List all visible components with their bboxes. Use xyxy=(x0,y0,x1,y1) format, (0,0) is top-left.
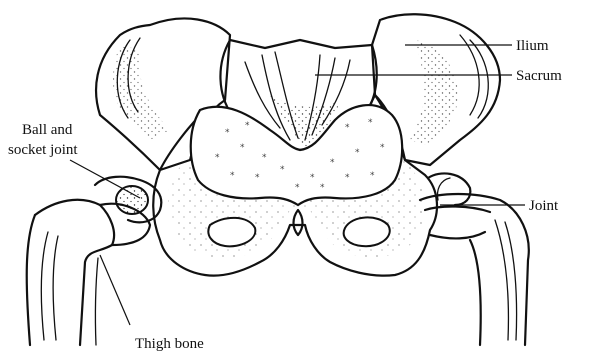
label-sacrum: Sacrum xyxy=(516,68,562,84)
svg-text:*: * xyxy=(255,173,260,183)
left-obturator-foramen xyxy=(208,218,255,246)
label-thigh-bone: Thigh bone xyxy=(135,336,204,352)
label-ball-socket-line1: Ball and xyxy=(22,122,73,138)
svg-text:*: * xyxy=(368,118,373,128)
svg-text:*: * xyxy=(262,153,267,163)
svg-text:*: * xyxy=(240,143,245,153)
svg-text:*: * xyxy=(225,128,230,138)
svg-text:*: * xyxy=(355,148,360,158)
svg-text:*: * xyxy=(380,143,385,153)
svg-text:*: * xyxy=(295,183,300,193)
svg-text:*: * xyxy=(245,121,250,131)
svg-text:*: * xyxy=(280,165,285,175)
svg-text:*: * xyxy=(320,183,325,193)
svg-text:*: * xyxy=(345,173,350,183)
right-hip-joint xyxy=(425,173,490,238)
svg-text:*: * xyxy=(370,171,375,181)
svg-text:*: * xyxy=(230,171,235,181)
svg-text:*: * xyxy=(345,123,350,133)
svg-text:*: * xyxy=(310,173,315,183)
svg-text:*: * xyxy=(330,158,335,168)
svg-text:*: * xyxy=(215,153,220,163)
label-ilium: Ilium xyxy=(516,38,549,54)
left-hip-joint xyxy=(95,177,161,223)
right-obturator-foramen xyxy=(344,217,390,246)
label-joint: Joint xyxy=(529,198,559,214)
pubic-symphysis xyxy=(294,210,303,235)
label-ball-socket-line2: socket joint xyxy=(8,142,78,158)
